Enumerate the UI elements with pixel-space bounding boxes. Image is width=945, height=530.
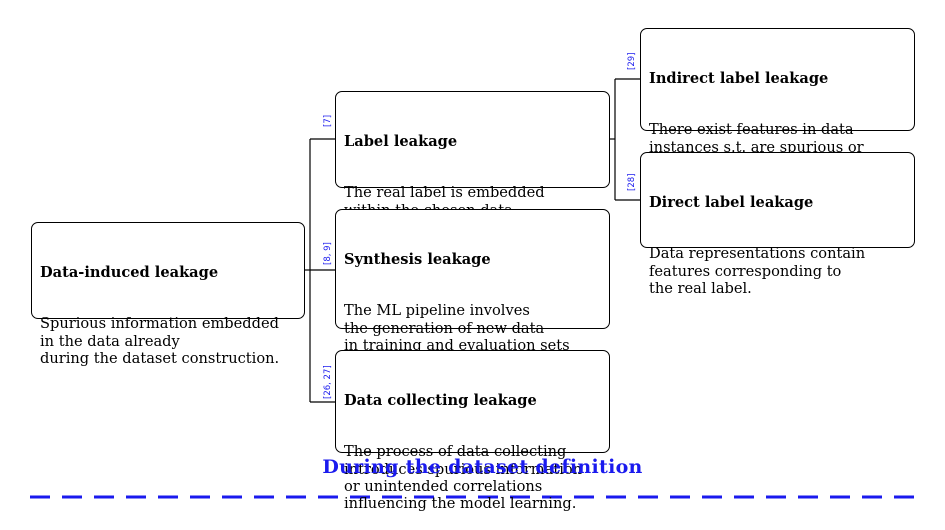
collecting-leakage-ref: [26, 27] [323, 365, 333, 399]
indirect-label-leakage-box: Indirect label leakage There exist featu… [640, 28, 915, 190]
section-caption: During the dataset definition [322, 456, 643, 478]
direct-label-leakage-desc: Data representations contain features co… [649, 245, 866, 298]
synthesis-leakage-box: Synthesis leakage The ML pipeline involv… [335, 209, 610, 389]
label-leakage-title: Label leakage [344, 132, 458, 150]
root-node-box: Data-induced leakage Spurious informatio… [31, 222, 305, 367]
collecting-leakage-desc: The process of data collecting introduce… [344, 443, 583, 513]
synthesis-leakage-title: Synthesis leakage [344, 250, 491, 268]
root-node-title: Data-induced leakage [40, 263, 219, 281]
indirect-label-leakage-ref: [29] [627, 52, 637, 70]
direct-label-leakage-ref: [28] [627, 173, 637, 191]
collecting-leakage-title: Data collecting leakage [344, 391, 537, 409]
label-leakage-box: Label leakage The real label is embedded… [335, 91, 610, 236]
connector-lines [30, 78, 916, 499]
direct-label-leakage-title: Direct label leakage [649, 193, 814, 211]
direct-label-leakage-box: Direct label leakage Data representation… [640, 152, 915, 297]
indirect-label-leakage-title: Indirect label leakage [649, 69, 829, 87]
collecting-leakage-box: Data collecting leakage The process of d… [335, 350, 610, 512]
label-leakage-ref: [7] [323, 114, 333, 127]
synthesis-leakage-ref: [8, 9] [323, 242, 333, 265]
root-node-desc: Spurious information embedded in the dat… [40, 315, 280, 368]
